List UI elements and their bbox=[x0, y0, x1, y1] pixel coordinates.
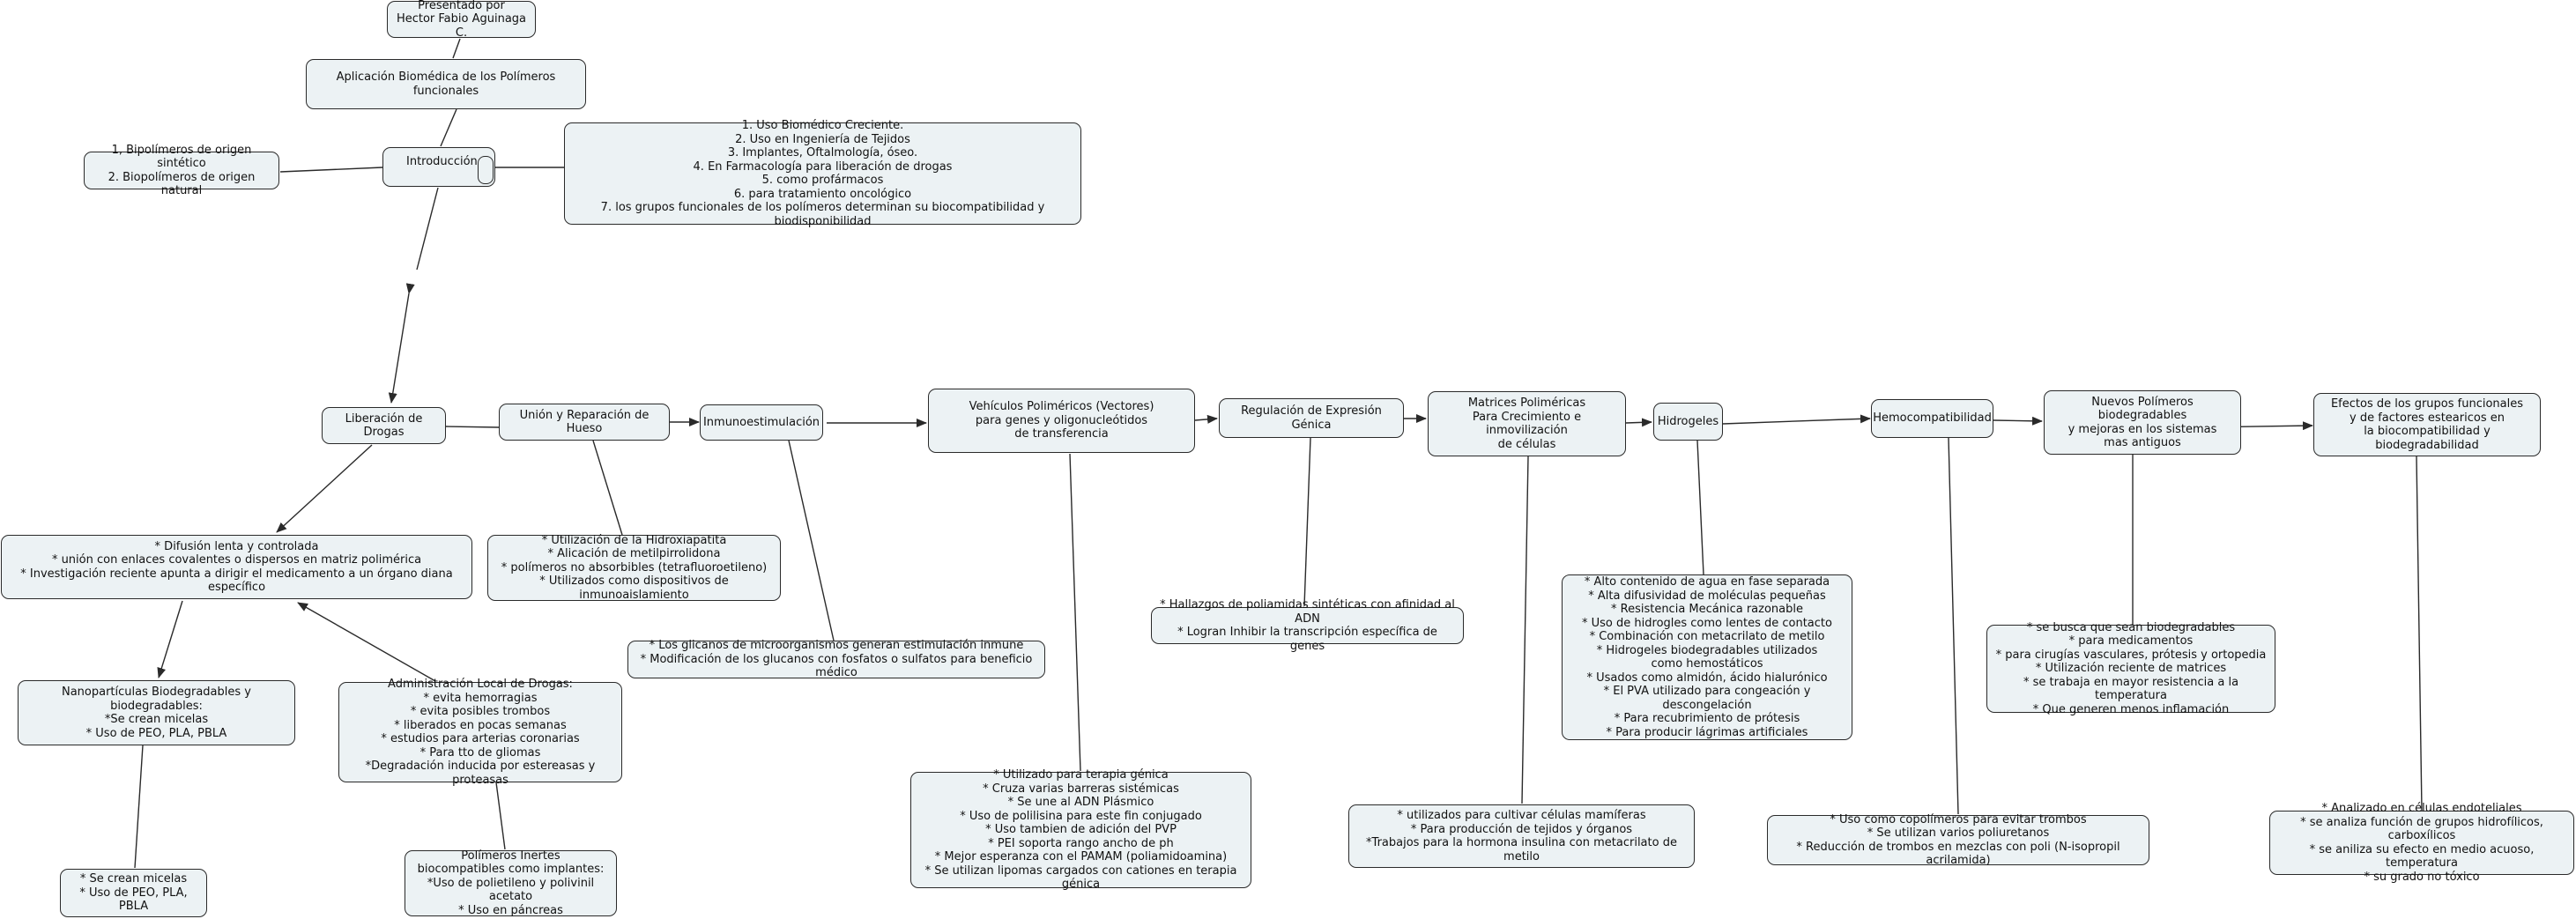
edge-hidrogeles-agua bbox=[1696, 440, 1704, 575]
union-node[interactable]: Unión y Reparación de Hueso bbox=[499, 404, 670, 441]
presentado-node[interactable]: Presentado por Hector Fabio Aguinaga C. bbox=[387, 0, 536, 40]
edge-presentado-aplicacion bbox=[452, 38, 461, 59]
administracion-node[interactable]: Administración Local de Drogas: * evita … bbox=[338, 678, 622, 787]
inertes-node[interactable]: Polímeros Inertes biocompatibles como im… bbox=[405, 849, 617, 917]
efectos-node[interactable]: Efectos de los grupos funcionales y de f… bbox=[2313, 393, 2541, 456]
edge-double-arrow bbox=[388, 283, 415, 404]
matrices-node[interactable]: Matrices Poliméricas Para Crecimiento e … bbox=[1428, 391, 1626, 456]
medicamentos-node[interactable]: * se busca que sean biodegradables * par… bbox=[1986, 621, 2275, 716]
hidroxiapatita-node[interactable]: * Utilización de la Hidroxiapatita * Ali… bbox=[487, 534, 781, 602]
edge-biopolimeros-introduccion bbox=[279, 167, 383, 173]
edge-matrices-cultivar bbox=[1521, 456, 1529, 804]
biopolimeros-node[interactable]: 1, Bipolímeros de origen sintético 2. Bi… bbox=[84, 144, 279, 197]
edge-administracion-difusion bbox=[297, 602, 436, 682]
introduccion-node[interactable]: Introducción bbox=[382, 147, 495, 187]
glicanos-node[interactable]: * Los glicanos de microorganismos genera… bbox=[627, 639, 1045, 679]
edge-union-hidroxiapatita bbox=[592, 440, 623, 536]
edge-liberacion-union bbox=[445, 426, 500, 428]
edge-regulacion-hallazgos bbox=[1303, 437, 1311, 607]
vehiculos-node[interactable]: Vehículos Poliméricos (Vectores) para ge… bbox=[928, 389, 1195, 453]
edge-efectos-endoteliales bbox=[2416, 456, 2423, 812]
liberacion-node[interactable]: Liberación de Drogas bbox=[322, 407, 446, 444]
edge-hemocomp-copolimeros bbox=[1948, 437, 1959, 815]
copolimeros-node[interactable]: * Uso como copolímeros para evitar tromb… bbox=[1767, 813, 2149, 867]
micelas-node[interactable]: * Se crean micelas * Uso de PEO, PLA, PB… bbox=[60, 869, 207, 917]
edge-aplicacion-introduccion bbox=[440, 108, 457, 147]
edge-introduccion-down bbox=[416, 187, 439, 271]
nuevos-node[interactable]: Nuevos Polímeros biodegradables y mejora… bbox=[2044, 390, 2241, 455]
nanoparticulas-node[interactable]: Nanopartículas Biodegradables y biodegra… bbox=[18, 680, 295, 745]
edge-liberacion-difusion bbox=[276, 444, 373, 533]
introduccion-label: Introducción bbox=[406, 155, 478, 168]
hemocomp-node[interactable]: Hemocompatibilidad bbox=[1871, 399, 1993, 438]
agua-node[interactable]: * Alto contenido de agua en fase separad… bbox=[1562, 574, 1852, 740]
edge-vehiculos-terapia bbox=[1069, 453, 1081, 772]
edge-matrices-hidrogeles bbox=[1625, 418, 1652, 427]
edge-inmuno-glicanos bbox=[788, 440, 835, 641]
difusion-node[interactable]: * Difusión lenta y controlada * unión co… bbox=[1, 535, 472, 599]
endoteliales-node[interactable]: * Analizado en células endoteliales * se… bbox=[2269, 802, 2574, 884]
expand-toggle-icon[interactable] bbox=[478, 156, 494, 184]
edge-hidrogeles-hemocomp bbox=[1722, 414, 1871, 425]
hallazgos-node[interactable]: * Hallazgos de poliamidas sintéticas con… bbox=[1151, 598, 1464, 653]
cultivar-node[interactable]: * utilizados para cultivar células mamíf… bbox=[1348, 804, 1695, 868]
edge-administracion-inertes bbox=[495, 782, 506, 850]
aplicacion-node[interactable]: Aplicación Biomédica de los Polímeros fu… bbox=[306, 59, 586, 109]
edge-vehiculos-regulacion bbox=[1194, 414, 1218, 424]
usos-node[interactable]: 1. Uso Biomédico Creciente. 2. Uso en In… bbox=[564, 119, 1081, 228]
inmuno-node[interactable]: Inmunoestimulación bbox=[700, 404, 823, 441]
regulacion-node[interactable]: Regulación de Expresión Génica bbox=[1219, 398, 1404, 438]
edge-nanoparticulas-micelas bbox=[134, 745, 144, 869]
terapia-node[interactable]: * Utilizado para terapia génica * Cruza … bbox=[910, 768, 1251, 891]
hidrogeles-node[interactable]: Hidrogeles bbox=[1653, 403, 1723, 441]
edge-hemocomp-nuevos bbox=[1993, 416, 2043, 426]
edge-difusion-nanoparticulas bbox=[157, 600, 183, 678]
